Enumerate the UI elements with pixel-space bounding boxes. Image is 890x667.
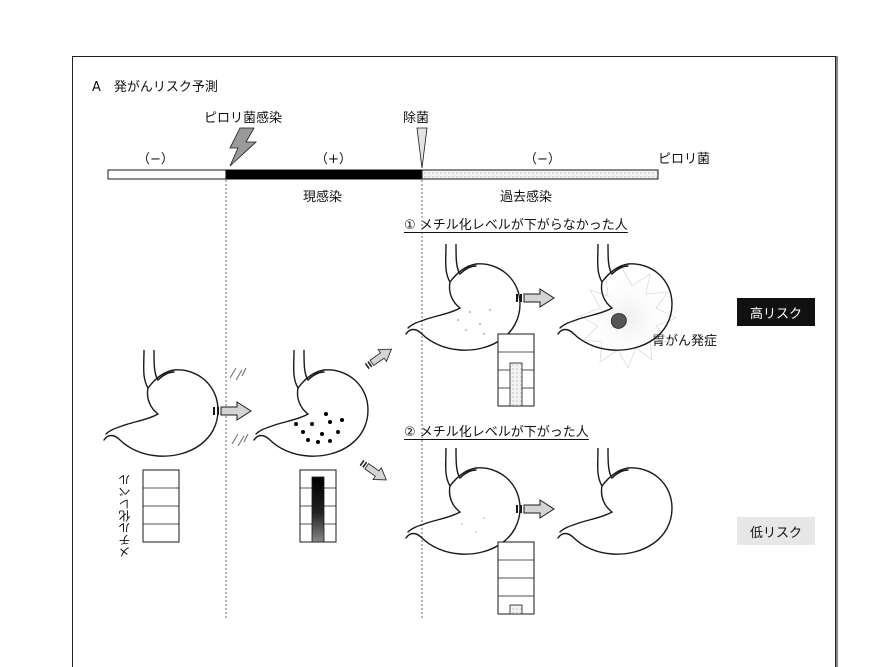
low-risk-badge: 低リスク: [737, 517, 815, 545]
stomach-icon: [557, 448, 673, 555]
methylation-fill: [509, 604, 523, 615]
tumor-burst-icon: [579, 267, 677, 369]
methylation-box-infected: [299, 469, 337, 543]
arrow-right-icon: [516, 499, 555, 519]
arrow-down-right-icon: [356, 456, 391, 487]
arrow-up-right-icon: [362, 342, 397, 373]
lightning-icon: [229, 127, 258, 167]
methylation-fill: [311, 476, 325, 543]
event-infection-label: ピロリ菌感染: [204, 111, 283, 126]
tumor-icon: [610, 313, 627, 329]
case-2-heading: ② メチル化レベルが下がった人: [404, 425, 589, 440]
arrow-right-icon: [516, 288, 555, 308]
event-eradication-label: 除菌: [403, 111, 430, 126]
diagram-artwork: [103, 127, 677, 620]
status-during-label: （+）: [315, 152, 352, 167]
panel-frame: [72, 56, 836, 667]
panel-title: A 発がんリスク予測: [92, 80, 218, 95]
status-after-label: （−）: [524, 152, 561, 167]
stomach-icon: [103, 350, 219, 457]
high-risk-badge: 高リスク: [737, 298, 815, 326]
past-infection-label: 過去感染: [500, 190, 553, 205]
current-infection-label: 現感染: [303, 190, 343, 205]
infection-dots: [294, 412, 344, 444]
timeline-bar: [107, 169, 659, 180]
stomach-icon: [253, 350, 369, 457]
stomach-icon: [405, 448, 521, 555]
methylation-box-case-2: [497, 541, 535, 615]
eradication-marker-icon: [416, 127, 428, 169]
arrow-right-icon: [213, 401, 252, 421]
bacteria-icon: [229, 367, 249, 447]
case-1-heading: ① メチル化レベルが下がらなかった人: [404, 218, 628, 233]
methylation-box-baseline: [142, 469, 180, 543]
methylation-box-case-1: [497, 333, 535, 407]
cancer-onset-label: 胃がん発症: [652, 334, 718, 349]
methylation-fill: [509, 362, 523, 407]
status-before-label: （−）: [137, 152, 174, 167]
faint-dots: [456, 308, 492, 336]
bacteria-label: ピロリ菌: [658, 152, 711, 167]
